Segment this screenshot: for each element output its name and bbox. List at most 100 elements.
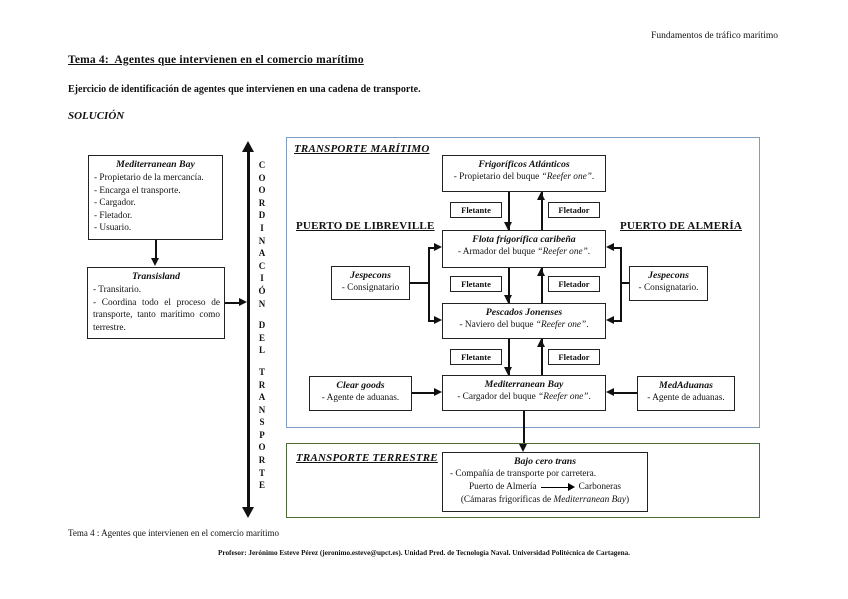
- arrow-down-icon: [504, 367, 512, 375]
- fletador-label-1: Fletador: [548, 202, 600, 218]
- shipper-item: - Fletador.: [94, 210, 133, 221]
- connector-fletante-3: [508, 339, 510, 375]
- arrow-down-icon: [151, 258, 159, 266]
- connector-consignee-right: [621, 282, 629, 284]
- arrow-left-icon: [606, 243, 614, 251]
- arrow-left-icon: [606, 388, 614, 396]
- page-title: Tema 4: Agentes que intervienen en el co…: [68, 54, 364, 66]
- node-desc-text: - Cargador del buque: [457, 392, 539, 402]
- connector-consignee-right: [613, 247, 621, 249]
- fletante-label-2: Fletante: [450, 276, 502, 292]
- ship-name: “Reefer one”: [535, 320, 587, 330]
- node-desc: - Naviero del buque “Reefer one”.: [443, 319, 605, 332]
- maritime-section-label: TRANSPORTE MARÍTIMO: [294, 143, 430, 155]
- forwarder-box-items: - Transitario. - Coordina todo el proces…: [88, 283, 224, 334]
- arrow-up-icon: [242, 141, 254, 152]
- consignee-right-box: Jespecons - Consignatario.: [629, 266, 708, 301]
- node-desc-text: .: [586, 320, 589, 330]
- node-title: Flota frigorífica caribeña: [472, 234, 576, 245]
- node-desc-text: .: [587, 247, 591, 257]
- road-note-text: (Cámaras frigoríficas de: [460, 495, 554, 505]
- route-to: Carboneras: [578, 482, 621, 492]
- shipper-box-items: - Propietario de la mercancía. - Encarga…: [89, 171, 222, 235]
- forwarder-box-title: Transisland: [131, 271, 181, 282]
- solution-label: SOLUCIÓN: [68, 110, 125, 122]
- terrestrial-section-label: TRANSPORTE TERRESTRE: [296, 452, 438, 464]
- node-desc-text: - Naviero del buque: [459, 320, 536, 330]
- node-shipowner-box: Frigoríficos Atlánticos - Propietario de…: [442, 155, 606, 192]
- node-desc-text: - Armador del buque: [457, 247, 538, 257]
- coordination-axis-line: [247, 151, 250, 508]
- forwarder-item: - Coordina todo el proceso de transporte…: [93, 297, 220, 333]
- road-note-text: ): [626, 495, 630, 505]
- node-desc-text: .: [588, 392, 591, 402]
- exercise-statement: Ejercicio de identificación de agentes q…: [68, 84, 421, 95]
- agent-title: Jespecons: [648, 270, 689, 281]
- node-cargador-box: Mediterranean Bay - Cargador del buque “…: [442, 375, 606, 411]
- arrow-shipper-to-forwarder: [155, 240, 157, 259]
- node-armador-box: Flota frigorífica caribeña - Armador del…: [442, 230, 606, 268]
- connector-customs-right: [614, 392, 637, 394]
- shipper-box-title: Mediterranean Bay: [116, 159, 195, 170]
- connector-consignee-right: [620, 247, 622, 322]
- arrow-up-icon: [537, 192, 545, 200]
- shipper-item: - Cargador.: [94, 198, 136, 209]
- arrow-right-icon: [434, 388, 442, 396]
- node-title: Mediterranean Bay: [484, 379, 564, 390]
- shipper-item: - Encarga el transporte.: [94, 185, 181, 196]
- footer-credits: Profesor: Jerónimo Esteve Pérez (jeronim…: [218, 549, 630, 557]
- shipper-item: - Propietario de la mercancía.: [94, 173, 204, 183]
- route-arrow-icon: [540, 483, 575, 492]
- connector-consignee-left: [410, 282, 429, 284]
- node-desc: - Armador del buque “Reefer one”.: [443, 246, 605, 259]
- road-note: (Cámaras frigoríficas de Mediterranean B…: [443, 494, 647, 507]
- forwarder-box: Transisland - Transitario. - Coordina to…: [87, 267, 225, 339]
- ship-name: “Reefer one”: [538, 392, 589, 402]
- road-carrier-desc: - Compañía de transporte por carretera.: [450, 469, 597, 479]
- shipper-box: Mediterranean Bay - Propietario de la me…: [88, 155, 223, 240]
- fletante-label-3: Fletante: [450, 349, 502, 365]
- agent-title: Clear goods: [336, 380, 385, 391]
- port-almeria-label: PUERTO DE ALMERÍA: [620, 220, 742, 232]
- arrow-down-icon: [504, 222, 512, 230]
- connector-fletador-2: [541, 268, 543, 303]
- connector-fletador-1: [541, 192, 543, 230]
- arrow-left-icon: [606, 316, 614, 324]
- arrow-up-icon: [537, 339, 545, 347]
- agent-desc: - Agente de aduanas.: [321, 393, 400, 403]
- shipper-item: - Usuario.: [94, 223, 132, 234]
- arrow-right-icon: [239, 298, 247, 306]
- arrow-down-icon: [242, 507, 254, 518]
- connector-consignee-left: [428, 247, 430, 322]
- fletador-label-2: Fletador: [548, 276, 600, 292]
- agent-title: MedAduanas: [659, 380, 713, 391]
- customs-right-box: MedAduanas - Agente de aduanas.: [637, 376, 735, 411]
- road-route: Puerto de Almería Carboneras: [443, 481, 647, 494]
- agent-desc: - Agente de aduanas.: [647, 393, 725, 403]
- connector-consignee-left: [428, 247, 435, 249]
- road-carrier-title: Bajo cero trans: [513, 456, 577, 467]
- node-desc: - Propietario del buque “Reefer one”.: [443, 171, 605, 184]
- route-from: Puerto de Almería: [469, 482, 537, 492]
- connector-fletador-3: [541, 339, 543, 375]
- connector-fletante-1: [508, 192, 510, 230]
- connector-to-terrestrial: [523, 411, 525, 444]
- forwarder-item: - Transitario.: [93, 285, 142, 295]
- ship-name: “Reefer one”: [537, 247, 588, 257]
- customs-left-box: Clear goods - Agente de aduanas.: [309, 376, 412, 411]
- node-desc-text: .: [591, 172, 595, 182]
- agent-desc: - Consignatario: [341, 283, 400, 293]
- ship-name: “Reefer one”: [541, 172, 592, 182]
- road-carrier-box: Bajo cero trans - Compañía de transporte…: [442, 452, 648, 512]
- fletador-label-3: Fletador: [548, 349, 600, 365]
- node-naviero-box: Pescados Jonenses - Naviero del buque “R…: [442, 303, 606, 339]
- arrow-down-icon: [519, 444, 527, 452]
- connector-fletante-2: [508, 268, 510, 303]
- company-name: Mediterranean Bay: [553, 495, 627, 505]
- arrow-right-icon: [434, 316, 442, 324]
- footer-topic: Tema 4 : Agentes que intervienen en el c…: [68, 528, 280, 538]
- consignee-left-box: Jespecons - Consignatario: [331, 266, 410, 300]
- arrow-up-icon: [537, 268, 545, 276]
